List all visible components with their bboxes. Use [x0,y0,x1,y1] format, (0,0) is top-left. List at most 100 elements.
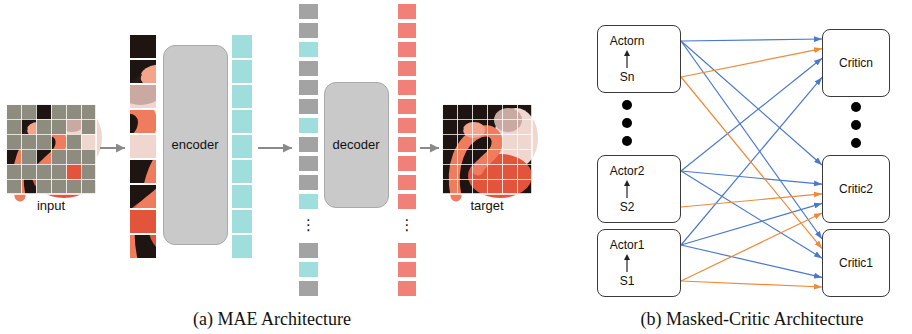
masked-patches [6,104,96,194]
token [232,135,252,158]
flow-arrow [420,147,439,149]
mask-token [299,243,318,258]
image-label: target [470,199,503,214]
token [398,118,416,133]
node-text: Critic1 [839,256,873,270]
node-text: Critic2 [839,182,873,196]
token [232,60,252,83]
state-link [681,194,822,207]
node-text: Criticn [839,56,873,70]
mask-token [299,99,318,114]
token [398,281,416,296]
token [398,156,416,171]
patch-grid [6,104,96,194]
token [398,243,416,258]
state-link [681,213,822,281]
token [398,4,416,19]
action-link [681,171,822,184]
token [398,42,416,57]
critic-box: Critic2 [822,155,890,223]
node-text: S1 [620,274,635,288]
token [398,61,416,76]
caption: (b) Masked-Critic Architecture [641,309,864,330]
mask-token [299,156,318,171]
token [232,110,252,133]
token [398,99,416,114]
token-sequence [299,4,318,296]
ellipsis: ⋮ [400,217,415,234]
actor-box: Actor1S1 [597,229,681,297]
actor-box: Actor2S2 [597,155,681,223]
token [299,42,318,57]
photo [442,104,538,198]
token [299,194,318,209]
token [398,23,416,38]
mask-token [299,4,318,19]
state-link [681,281,822,287]
dot [851,138,861,148]
token [232,35,252,58]
critic-box: Critic1 [822,229,890,297]
decoded-tokens [398,4,416,296]
node-text: Actor1 [610,238,645,252]
mask-token [299,80,318,95]
module-box: encoder [163,45,228,245]
flow-arrow [258,147,292,149]
mask-token [299,175,318,190]
token [232,185,252,208]
inner-arrow-line [626,185,627,198]
token [232,160,252,183]
token [398,194,416,209]
token [398,137,416,152]
action-link [681,171,822,258]
inner-arrowhead [624,180,630,186]
token [299,118,318,133]
action-link [681,58,822,171]
encoded-tokens [232,35,252,258]
critic-box: Criticn [822,29,890,97]
token [398,175,416,190]
input-image [6,104,102,198]
ellipsis: ⋮ [301,217,316,234]
token [232,235,252,258]
action-link [681,203,822,245]
dot [622,118,632,128]
action-link [681,39,822,41]
module-box: decoder [324,82,389,208]
photo [6,104,102,198]
token [398,80,416,95]
node-text: Actor2 [610,164,645,178]
mask-token [299,61,318,76]
actor-box: ActornSn [597,25,681,93]
target-image [442,104,538,198]
dot [622,100,632,110]
dot [622,136,632,146]
token [299,262,318,277]
state-link [681,49,822,77]
patch-grid [442,104,532,194]
mask-token [299,281,318,296]
token [232,210,252,233]
dot [851,120,861,130]
caption: (a) MAE Architecture [193,309,351,330]
dot [851,102,861,112]
visible-patches [0,35,296,264]
node-text: Actorn [610,34,645,48]
node-text: decoder [333,138,380,152]
inner-arrowhead [624,50,630,56]
ellipsis-dots [622,100,861,148]
inner-arrow-line [626,259,627,272]
node-text: Sn [620,70,635,84]
mask-token [299,23,318,38]
node-text: encoder [172,138,219,152]
image-label: input [37,199,65,214]
flow-arrow [100,147,125,149]
action-link [681,245,822,277]
inner-arrow-line [626,55,627,68]
token [232,85,252,108]
inner-arrowhead [624,254,630,260]
token [398,262,416,277]
